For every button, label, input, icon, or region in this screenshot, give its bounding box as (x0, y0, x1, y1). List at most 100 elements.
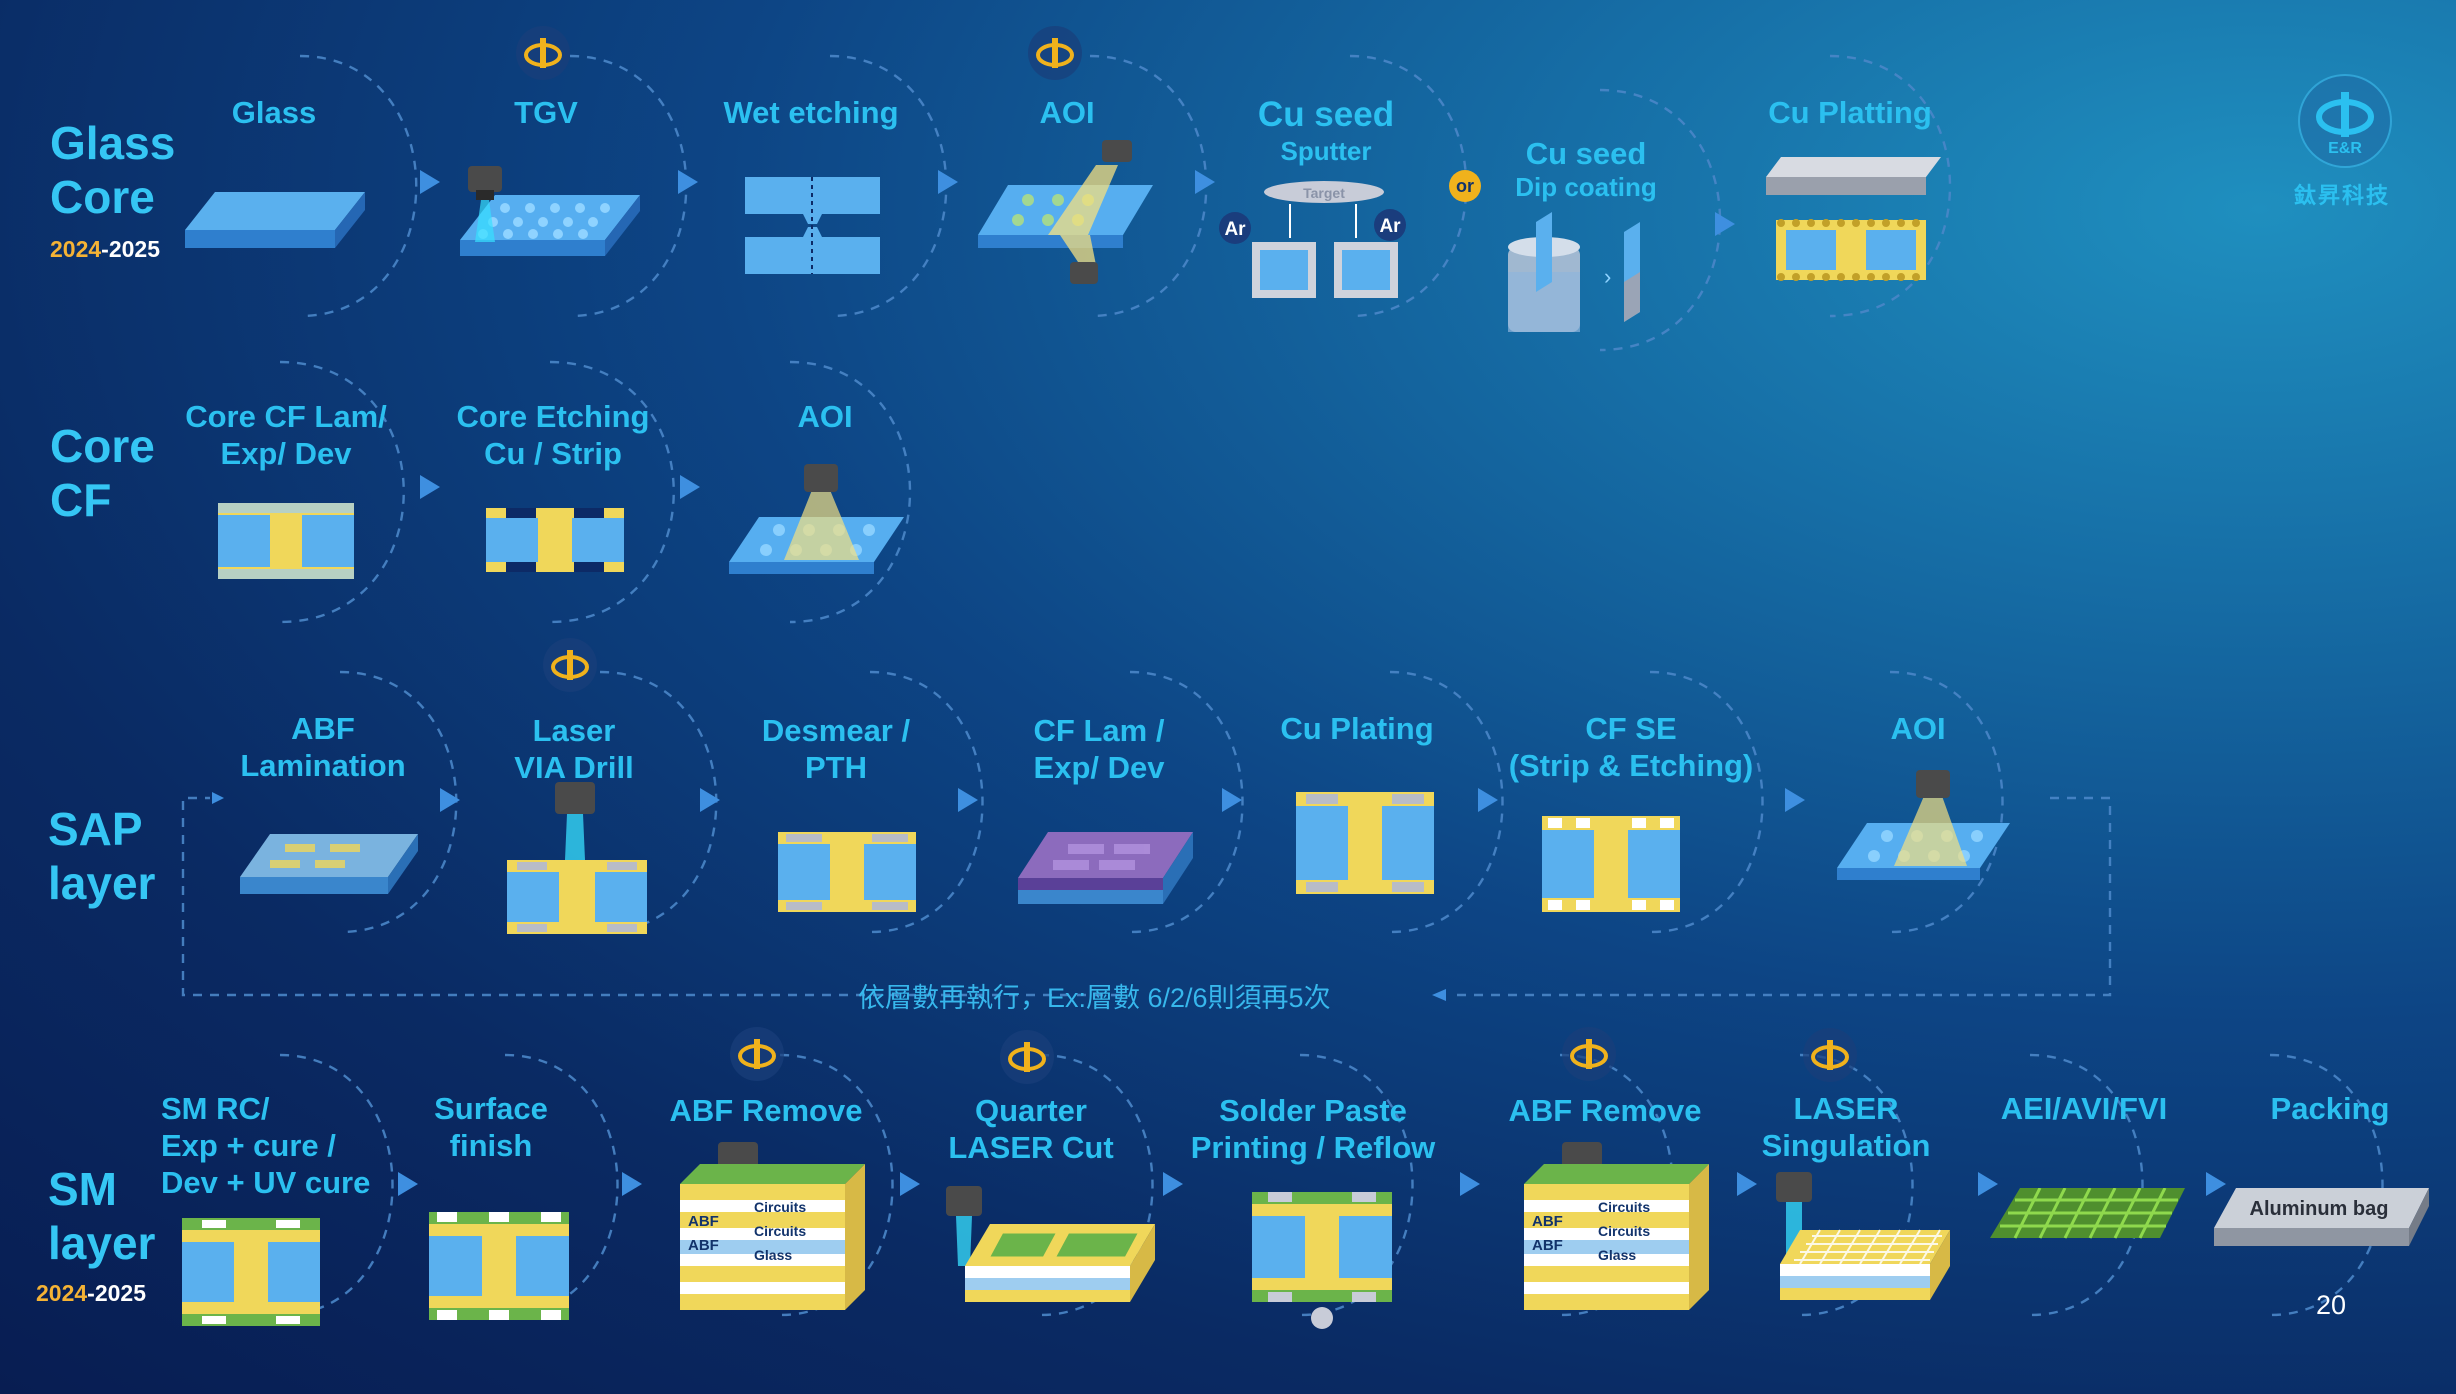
step-label-abf-lamination: ABF Lamination (240, 710, 405, 784)
aluminum-bag-label: Aluminum bag (2250, 1198, 2389, 1220)
row-label-glass-core: Glass Core (50, 117, 175, 225)
step-label-solder-paste: Solder Paste Printing / Reflow (1191, 1092, 1436, 1166)
er-logo-icon (1000, 1030, 1054, 1084)
company-name: 鈦昇科技 (2294, 183, 2391, 208)
step-label-line: Packing (2270, 1091, 2390, 1126)
step-label-sm-rc: SM RC/ Exp + cure / Dev + UV cure (161, 1090, 370, 1202)
desmear-pth-illustration (778, 832, 916, 912)
step-label-line: Glass (231, 95, 317, 130)
step-label-line: SM RC/ (161, 1091, 270, 1126)
cu-plating-sap-illustration (1296, 792, 1434, 894)
abf-tag: ABF (688, 1237, 719, 1254)
step-label-cu-platting: Cu Platting (1768, 94, 1932, 131)
row-label-line: layer (48, 856, 156, 909)
step-label-cf-lam-exp: CF Lam / Exp/ Dev (1034, 712, 1165, 786)
cf-se-illustration (1542, 816, 1680, 912)
step-label-line: PTH (805, 750, 867, 786)
step-label-line: AOI (1890, 711, 1946, 746)
er-logo-icon (1028, 26, 1082, 80)
step-label-abf-remove-2: ABF Remove (1509, 1092, 1702, 1129)
step-label-line: Quarter (975, 1093, 1087, 1128)
step-label-line: Exp + cure / (161, 1128, 336, 1164)
step-label-line: AOI (1039, 95, 1095, 130)
row-label-line: Core (50, 420, 155, 472)
step-label-line: VIA Drill (514, 750, 634, 786)
target-label: Target (1303, 185, 1345, 201)
step-label-wet-etching: Wet etching (723, 94, 898, 131)
step-label-line: Sputter (1280, 136, 1372, 166)
row-label-line: layer (48, 1216, 156, 1269)
year-range-glass: 2024-2025 (50, 236, 160, 263)
year-start: 2024 (36, 1280, 88, 1306)
abf-lamination-illustration (240, 834, 418, 894)
step-label-line: Cu / Strip (484, 436, 622, 472)
row-label-line: CF (50, 473, 112, 526)
step-label-line: Cu Platting (1768, 95, 1932, 130)
repeat-note: 依層數再執行，Ex:層數 6/2/6則須再5次 (858, 983, 1331, 1013)
cf-lam-exp-illustration (1018, 832, 1193, 904)
circuits-tag: Circuits (1598, 1199, 1650, 1215)
row-label-core-cf: Core CF (50, 420, 155, 528)
step-label-line: Singulation (1761, 1128, 1931, 1164)
quarter-laser-cut-illustration (946, 1186, 1155, 1302)
dip-coating-illustration: › (1508, 212, 1640, 332)
step-label-line: Printing / Reflow (1190, 1130, 1436, 1166)
aoi-glass-illustration (978, 140, 1153, 284)
row-label-sm-layer: SM layer (48, 1163, 155, 1271)
abf-tag: ABF (688, 1213, 719, 1230)
glass-tag: Glass (1598, 1247, 1636, 1263)
step-label-line: Core CF Lam/ (185, 399, 387, 434)
step-label-line: ABF (291, 711, 355, 746)
step-label-line: Exp/ Dev (1033, 750, 1165, 786)
step-label-aoi-corecf: AOI (797, 398, 852, 435)
abf-tag: ABF (1532, 1237, 1563, 1254)
circuits-tag: Circuits (1598, 1223, 1650, 1239)
circuits-tag: Circuits (754, 1199, 806, 1215)
step-label-abf-remove-1: ABF Remove (670, 1092, 863, 1129)
core-cf-lam-illustration (218, 503, 354, 579)
step-label-core-etching: Core Etching Cu / Strip (457, 398, 650, 472)
step-label-line: Cu Plating (1280, 711, 1434, 746)
step-label-line: Solder Paste (1219, 1093, 1407, 1128)
wet-etching-illustration (745, 177, 880, 274)
aei-avi-fvi-illustration (1990, 1188, 2185, 1239)
er-logo-icon (543, 638, 597, 692)
cu-platting-illustration (1766, 157, 1941, 281)
step-label-laser-singulation: LASER Singulation (1762, 1090, 1931, 1164)
step-label-line: Surface (434, 1091, 548, 1126)
step-label-aei-avi-fvi: AEI/AVI/FVI (2001, 1090, 2168, 1127)
laser-via-drill-illustration (507, 782, 647, 934)
row-label-line: SAP (48, 803, 143, 855)
tgv-illustration (460, 166, 640, 256)
step-label-line: LASER Cut (948, 1130, 1114, 1166)
step-label-line: (Strip & Etching) (1508, 748, 1754, 784)
laser-singulation-illustration (1776, 1172, 1950, 1300)
or-badge: or (1449, 170, 1481, 202)
step-label-tgv: TGV (514, 94, 578, 131)
step-label-line: Dev + UV cure (161, 1165, 371, 1201)
step-label-line: finish (449, 1128, 533, 1164)
argon-label: Ar (1224, 219, 1246, 240)
step-label-line: AOI (797, 399, 853, 434)
sputter-illustration: Target Ar Ar (1219, 181, 1406, 298)
step-label-cu-seed-dip: Cu seed Dip coating (1515, 135, 1657, 203)
svg-text:›: › (1604, 264, 1611, 289)
year-start: 2024 (50, 236, 102, 262)
year-end: -2025 (101, 236, 160, 262)
step-label-line: Lamination (240, 748, 406, 784)
step-label-aoi-sap: AOI (1890, 710, 1945, 747)
step-label-line: CF SE (1585, 711, 1677, 746)
step-label-cu-plating: Cu Plating (1280, 710, 1433, 747)
year-end: -2025 (87, 1280, 146, 1306)
er-logo-icon (1562, 1027, 1616, 1081)
step-label-line: Cu seed (1525, 136, 1647, 171)
row-label-line: Core (50, 170, 155, 223)
step-label-glass: Glass (232, 94, 316, 131)
step-label-line: Exp/ Dev (220, 436, 352, 472)
page-number: 20 (2316, 1290, 2347, 1320)
step-label-line: Desmear / (761, 713, 911, 748)
step-label-surface-finish: Surface finish (434, 1090, 548, 1164)
glass-tag: Glass (754, 1247, 792, 1263)
